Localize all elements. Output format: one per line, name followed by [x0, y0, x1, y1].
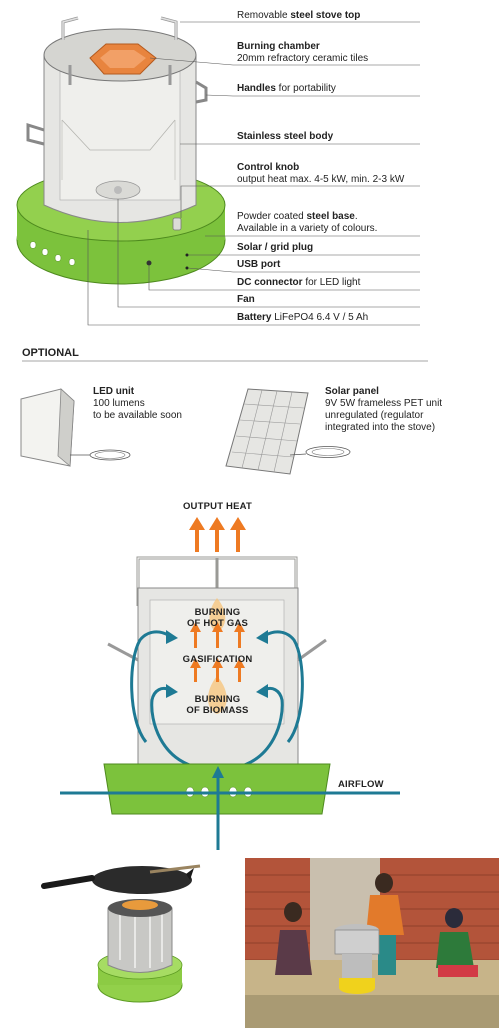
handle-left [26, 122, 45, 146]
solar-panel-line3: integrated into the stove) [325, 422, 436, 433]
solar-panel-line1: 9V 5W frameless PET unit [325, 398, 443, 409]
output-heat-label: OUTPUT HEAT [182, 501, 253, 512]
led-unit-title: LED unit [93, 386, 135, 397]
base-vents [29, 241, 76, 266]
flame-icon [207, 598, 227, 714]
callout-dc-connector: DC connector for LED light [237, 277, 361, 288]
leader-lines [87, 21, 420, 326]
output-heat-arrows [189, 517, 246, 552]
callout-stove-top: Removable steel stove top [237, 10, 361, 21]
led-unit-line1: 100 lumens [93, 398, 145, 409]
led-unit-line2: to be available soon [93, 410, 182, 421]
handle-right [195, 80, 208, 104]
callout-battery: Battery LiFePO4 6.4 V / 5 Ah [237, 312, 369, 323]
callout-steel-base: Powder coated steel base. [237, 211, 358, 222]
callout-base-sub: Available in a variety of colours. [237, 223, 378, 234]
stove-illustration [16, 16, 420, 326]
product-photo [41, 864, 201, 1003]
air-arrows [130, 630, 304, 770]
callout-usb-port: USB port [237, 259, 281, 270]
led-unit-illustration [20, 388, 131, 467]
airflow-diagram [60, 517, 400, 850]
optional-heading: OPTIONAL [22, 347, 79, 359]
solar-panel-line2: unregulated (regulator [325, 410, 424, 421]
callout-handles: Handles for portability [237, 83, 336, 94]
callout-fan: Fan [237, 294, 255, 305]
solar-panel-illustration [225, 388, 351, 475]
callout-chamber-sub: 20mm refractory ceramic tiles [237, 53, 369, 64]
callout-control-knob: Control knob [237, 162, 300, 173]
people-photo [245, 858, 499, 1028]
gasification-label: GASIFICATION [182, 654, 253, 665]
callout-knob-sub: output heat max. 4-5 kW, min. 2-3 kW [237, 174, 405, 185]
callout-body: Stainless steel body [237, 131, 334, 142]
solar-panel-title: Solar panel [325, 386, 379, 397]
dc-connector [146, 260, 152, 266]
airflow-label: AIRFLOW [338, 779, 384, 790]
callout-burning-chamber: Burning chamber [237, 41, 320, 52]
control-knob [172, 217, 182, 231]
callout-solar-plug: Solar / grid plug [237, 242, 314, 253]
